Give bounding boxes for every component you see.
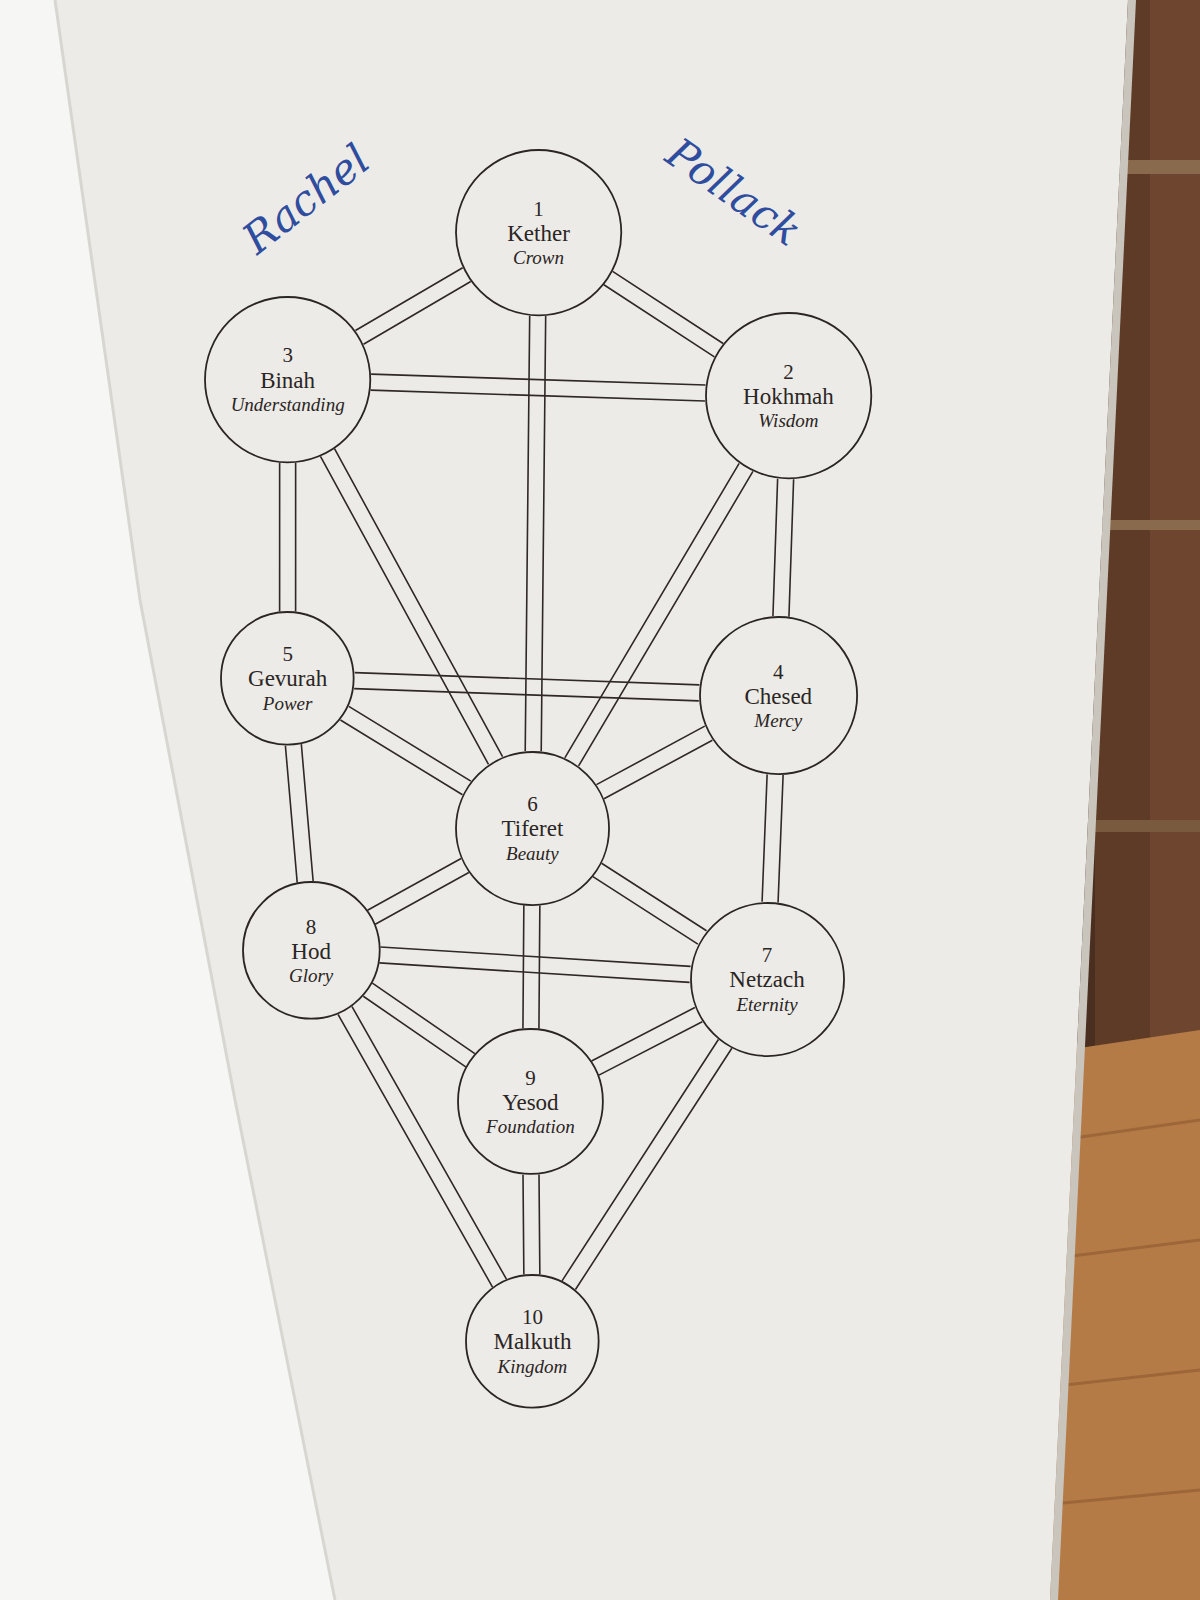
circle-outline	[700, 617, 857, 774]
path-channel	[280, 463, 296, 612]
path-channel	[340, 706, 470, 794]
circle-outline	[205, 297, 370, 462]
sephirah-name: Malkuth	[493, 1329, 571, 1355]
book-page	[0, 0, 1128, 1600]
sephirah-number: 1	[533, 196, 544, 220]
sephirah-meaning: Wisdom	[758, 410, 818, 432]
sephirah-circle: 9YesodFoundation	[457, 1028, 604, 1175]
circle-outline	[466, 1275, 599, 1408]
sephirah-name: Yesod	[502, 1090, 558, 1116]
sephirah-name: Hokhmah	[743, 384, 834, 410]
circle-outline	[221, 612, 354, 745]
sephirah-name: Binah	[260, 367, 315, 393]
sephirah-meaning: Power	[263, 693, 313, 715]
path-channel	[320, 449, 502, 765]
path-channel	[355, 268, 470, 345]
circle-outline	[243, 882, 380, 1019]
sephirah-name: Netzach	[729, 967, 804, 993]
path-channel	[285, 744, 313, 882]
sephirah-number: 3	[282, 343, 293, 367]
sephirah-circle: 8HodGlory	[242, 881, 381, 1020]
sephirah-number: 9	[525, 1065, 536, 1089]
path-channel	[773, 479, 794, 617]
sephirah-text: 4ChesedMercy	[744, 659, 812, 731]
sephirah-name: Tiferet	[502, 816, 564, 842]
sephirah-text: 7NetzachEternity	[729, 943, 804, 1015]
path-channel	[593, 863, 707, 944]
sephirah-meaning: Eternity	[736, 994, 797, 1016]
sephirah-circle: 7NetzachEternity	[690, 902, 845, 1057]
sephirah-circle: 5GevurahPower	[220, 611, 355, 746]
path-channel	[762, 774, 783, 902]
circle-outline	[458, 1029, 603, 1174]
sephirah-number: 4	[773, 659, 784, 683]
sephirah-name: Kether	[507, 220, 570, 246]
sephirah-text: 9YesodFoundation	[486, 1065, 575, 1137]
sephirah-number: 5	[282, 642, 293, 666]
spine-band	[1095, 520, 1200, 530]
sephirah-name: Hod	[291, 939, 331, 965]
path-channel	[363, 983, 474, 1067]
path-channel	[379, 947, 690, 982]
sephirah-meaning: Foundation	[486, 1116, 575, 1138]
path-channel	[371, 374, 706, 401]
circle-outline	[706, 313, 871, 478]
sephirah-text: 8HodGlory	[289, 914, 333, 986]
sephirah-number: 10	[522, 1305, 543, 1329]
sephirah-text: 1KetherCrown	[507, 196, 570, 268]
sephirah-meaning: Kingdom	[498, 1356, 568, 1378]
path-channel	[523, 1175, 540, 1275]
sephirah-text: 6TiferetBeauty	[502, 792, 564, 864]
circle-outline	[691, 903, 844, 1056]
path-channel	[523, 905, 540, 1028]
sephirah-circle: 6TiferetBeauty	[455, 751, 610, 906]
path-channel	[596, 726, 712, 799]
sephirah-circle: 2HokhmahWisdom	[705, 312, 872, 479]
path-channel	[354, 673, 699, 701]
sephirah-circle: 3BinahUnderstanding	[204, 296, 371, 463]
sephirah-name: Gevurah	[248, 666, 327, 692]
sephirah-meaning: Beauty	[506, 843, 559, 865]
sephirah-text: 3BinahUnderstanding	[231, 343, 345, 415]
sephirah-number: 6	[527, 792, 538, 816]
sephirah-number: 2	[783, 360, 794, 384]
spine-band	[1095, 820, 1200, 832]
sephirah-circle: 10MalkuthKingdom	[465, 1274, 600, 1409]
sephirah-circle: 4ChesedMercy	[699, 616, 858, 775]
sephirah-text: 10MalkuthKingdom	[493, 1305, 571, 1377]
path-channel	[592, 1008, 703, 1076]
sephirah-text: 5GevurahPower	[248, 642, 327, 714]
circle-outline	[456, 150, 621, 315]
sephirah-meaning: Crown	[513, 247, 564, 269]
circle-outline	[456, 752, 609, 905]
sephirah-text: 2HokhmahWisdom	[743, 360, 834, 432]
sephirah-name: Chesed	[744, 684, 812, 710]
sephirah-circle: 1KetherCrown	[455, 149, 622, 316]
sephirah-meaning: Understanding	[231, 394, 345, 416]
path-channel	[525, 316, 545, 752]
sephirah-meaning: Mercy	[754, 710, 802, 732]
path-channel	[604, 271, 723, 357]
page-edge	[1050, 0, 1136, 1600]
sephirah-meaning: Glory	[289, 965, 333, 987]
sephirah-number: 7	[762, 943, 773, 967]
path-channel	[368, 859, 469, 925]
sephirah-number: 8	[306, 914, 317, 938]
